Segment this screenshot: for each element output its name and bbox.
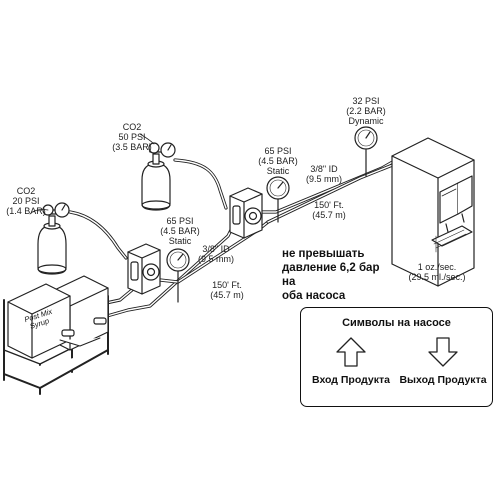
pump-symbols-legend: Символы на насосе Вход Продукта Выход Пр… [300, 307, 493, 407]
gauge-pump-low-psi: 65 PSI [166, 216, 194, 226]
arrow-down-icon [428, 337, 458, 367]
tube-length-high-metric: (45.7 m) [312, 210, 346, 220]
co2-cylinder-top [141, 151, 171, 211]
legend-inlet-label: Вход Продукта [312, 374, 390, 386]
leader-co2-top [139, 133, 155, 145]
warning-line3: оба насоса [282, 290, 346, 302]
product-line-high [260, 158, 398, 214]
syrup-box-front [7, 283, 71, 359]
gauge-dispenser-psi: 32 PSI [352, 96, 380, 106]
gauge-dispenser-bar: (2.2 BAR) [346, 106, 386, 116]
gauge-pump-high-mode: Static [266, 166, 290, 176]
product-line-low [158, 220, 270, 284]
label-gauge-pump-low: 65 PSI (4.5 BAR) Static [154, 216, 206, 246]
label-tube-id-low: 3/8" ID (9.5 mm) [194, 244, 238, 264]
dispenser-flow-oz: 1 oz./sec. [417, 262, 457, 272]
co2-top-name: CO2 [122, 122, 142, 132]
co2-left-psi: 20 PSI [12, 196, 40, 206]
label-dispenser-flow: 1 oz./sec. (29.5 ml./sec.) [402, 262, 472, 282]
gauge-pump-high [266, 176, 290, 223]
warning-line2: давление 6,2 бар на [282, 262, 380, 288]
label-co2-left: CO2 20 PSI (1.4 BAR) [4, 186, 48, 216]
tube-length-low: 150' Ft. [212, 280, 242, 290]
label-co2-top: CO2 50 PSI (3.5 BAR) [108, 122, 156, 152]
label-tube-length-low: 150' Ft. (45.7 m) [204, 280, 250, 300]
warning-line1: не превышать [282, 248, 365, 260]
co2-cylinder-left [37, 213, 67, 275]
tube-id-high: 3/8" ID [310, 164, 338, 174]
gauge-pump-low-mode: Static [168, 236, 192, 246]
gauge-pump-low-bar: (4.5 BAR) [160, 226, 200, 236]
dispenser-flow-ml: (29.5 ml./sec.) [408, 272, 466, 282]
regulator-gauge-left [42, 202, 70, 218]
label-gauge-dispenser: 32 PSI (2.2 BAR) Dynamic [340, 96, 392, 126]
co2-left-name: CO2 [16, 186, 36, 196]
label-tube-length-high: 150' Ft. (45.7 m) [306, 200, 352, 220]
tube-id-low-metric: (9.5 mm) [198, 254, 234, 264]
gauge-dispenser [354, 126, 378, 177]
leader-co2-left [29, 209, 49, 215]
regulator-gauge-top [148, 142, 176, 158]
dispenser-unit [391, 137, 475, 287]
co2-left-bar: (1.4 BAR) [6, 206, 46, 216]
tube-length-high: 150' Ft. [314, 200, 344, 210]
syrup-line-high [98, 226, 234, 320]
gauge-pump-high-bar: (4.5 BAR) [258, 156, 298, 166]
legend-title: Символы на насосе [342, 317, 451, 329]
co2-line-left [68, 210, 128, 260]
gauge-pump-low [166, 248, 190, 303]
product-line-dispenser [266, 160, 402, 224]
label-tube-id-high: 3/8" ID (9.5 mm) [302, 164, 346, 184]
pump-high [229, 187, 263, 239]
arrow-up-icon [336, 337, 366, 367]
tube-id-high-metric: (9.5 mm) [306, 174, 342, 184]
pump-low [127, 243, 161, 295]
co2-top-bar: (3.5 BAR) [112, 142, 152, 152]
tube-id-low: 3/8" ID [202, 244, 230, 254]
co2-line-top [173, 158, 228, 210]
label-gauge-pump-high: 65 PSI (4.5 BAR) Static [252, 146, 304, 176]
gauge-pump-high-psi: 65 PSI [264, 146, 292, 156]
pressure-warning: не превышать давление 6,2 бар на оба нас… [282, 247, 392, 303]
gauge-dispenser-mode: Dynamic [348, 116, 384, 126]
legend-outlet-label: Выход Продукта [399, 374, 487, 386]
syrup-fittings [59, 317, 107, 347]
tube-length-low-metric: (45.7 m) [210, 290, 244, 300]
co2-top-psi: 50 PSI [118, 132, 146, 142]
